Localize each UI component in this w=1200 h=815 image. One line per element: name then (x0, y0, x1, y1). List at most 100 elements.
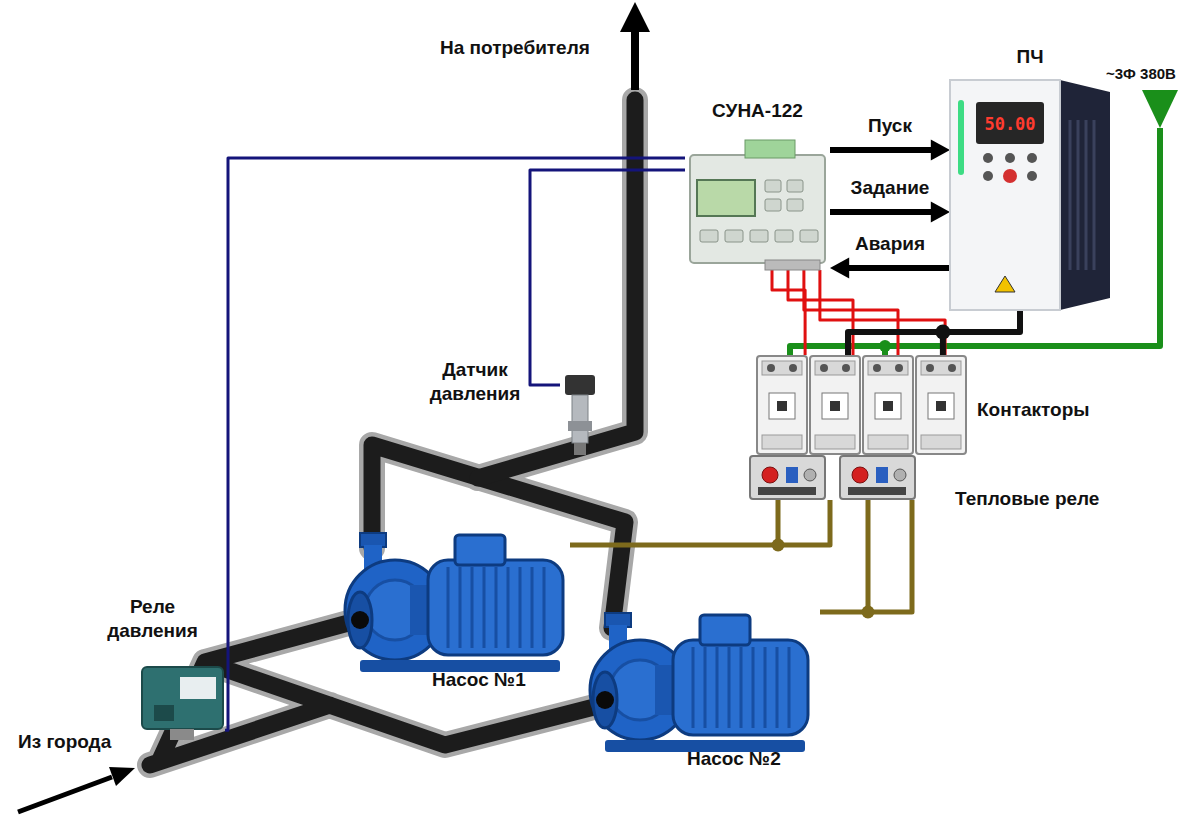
contactor-unit-part (820, 364, 828, 372)
thermal-relay-unit-part (786, 467, 798, 483)
frequency-converter-art-part (1027, 171, 1037, 181)
mains-supply-part (879, 340, 891, 352)
junction-dot (935, 325, 950, 340)
node-label: Насос №2 (687, 747, 817, 771)
controller-box-art-part (765, 260, 820, 270)
contactor-block-art (755, 355, 970, 455)
contactor-unit-part (921, 361, 961, 375)
pump-motor-part (704, 647, 707, 728)
pump-motor-part (455, 535, 505, 565)
controller-box-art-part (745, 140, 795, 158)
contactor-unit-part (777, 401, 787, 411)
pump-motor-part (471, 567, 474, 648)
thermal-relay-unit (750, 456, 825, 499)
contactor-unit (757, 356, 807, 454)
contactor-unit-part (928, 393, 954, 419)
contactor-unit-part (769, 393, 795, 419)
frequency-converter-art-part (1077, 120, 1080, 270)
contactor-unit-part (895, 364, 903, 372)
pump-motor-part (447, 567, 450, 648)
thermal-relay-unit (840, 456, 915, 499)
flow-label: Из города (18, 730, 148, 754)
arrow-head (931, 201, 950, 222)
node-label: Насос №1 (432, 668, 562, 692)
thermal-relay-block-art (750, 455, 915, 500)
pressure-sensor-art-part (565, 375, 595, 395)
pump-motor-part (543, 567, 546, 648)
frequency-converter-art-part (976, 102, 1044, 144)
pump-motor-part (716, 647, 719, 728)
contactor-unit-part (921, 435, 961, 449)
thermal-relay-unit-part (804, 469, 816, 481)
junction-dot (861, 606, 874, 619)
thermal-relay-unit-part (852, 467, 868, 483)
flow-arrow-part (620, 2, 650, 32)
controller-box-art (685, 135, 830, 270)
sensor-cable (530, 170, 685, 385)
pressure-sensor-art-part (568, 421, 592, 431)
arrow-head (931, 139, 950, 160)
pump-motor-part (531, 567, 534, 648)
flow-arrow-part (18, 777, 112, 812)
pressure-switch: Реле давления (140, 665, 225, 740)
contactor-unit-part (830, 401, 840, 411)
flow-arrow (18, 2, 650, 812)
pump-volute-part (593, 672, 617, 728)
pump-motor-part (728, 647, 731, 728)
contactor-unit-part (863, 356, 913, 454)
contactor-unit-part (868, 435, 908, 449)
node-label: Датчик давления (420, 358, 530, 406)
pump-unit: Насос №2 (585, 595, 820, 760)
signal-arrow (830, 139, 950, 160)
pump-motor-part (459, 567, 462, 648)
controller-box-art-part (787, 180, 803, 192)
frequency-converter-art-part (983, 171, 993, 181)
node-label: СУНА-122 (675, 99, 840, 123)
contactor-unit-part (815, 435, 855, 449)
frequency-converter-art-part (1060, 80, 1110, 310)
contactor-unit-part (762, 435, 802, 449)
contactor-unit-part (936, 401, 946, 411)
controller-box-art-part (800, 230, 818, 242)
pump-motor-part (752, 647, 755, 728)
controller-box-art-part (787, 199, 803, 211)
contactor-unit-part (789, 364, 797, 372)
controller-box-art-part (750, 230, 768, 242)
pipe-outline (150, 100, 635, 765)
frequency-converter-art-part (1093, 120, 1096, 270)
pump-motor-part (673, 640, 808, 735)
pump-motor-part (495, 567, 498, 648)
frequency-converter-art-part (1027, 153, 1037, 163)
mains-supply-part (1142, 90, 1178, 128)
thermal-relay-block: Тепловые реле (750, 455, 915, 500)
pump-motor-part (519, 567, 522, 648)
contactor-unit-part (868, 361, 908, 375)
node-label: Реле давления (95, 595, 210, 643)
controller-box-art-part (765, 199, 781, 211)
motor-cable-line (570, 500, 830, 545)
contactor-unit-part (810, 356, 860, 454)
pump-volute-part (348, 592, 372, 648)
pressure-sensor: Датчик давления (560, 375, 600, 455)
power-cable (848, 310, 1020, 355)
power-cable-line (848, 310, 1020, 355)
contactor-unit-part (815, 361, 855, 375)
contactor-block: Контакторы (755, 355, 970, 455)
pump-motor-part (692, 647, 695, 728)
contactor-unit-part (916, 356, 966, 454)
controller-box-art-part (690, 155, 825, 263)
flow-arrow-part (631, 28, 639, 90)
contactor-unit-part (948, 364, 956, 372)
controller-box-art-part (775, 230, 793, 242)
control-wire (772, 270, 945, 355)
controller-box-art-part (765, 180, 781, 192)
pump-unit-art (340, 515, 570, 680)
signal-arrow-line (830, 209, 935, 215)
contactor-unit-part (757, 356, 807, 454)
supply-label: ~3Ф 380В (1106, 62, 1200, 86)
contactor-unit-part (767, 364, 775, 372)
pump-motor-part (507, 567, 510, 648)
signal-arrow (830, 257, 950, 278)
contactor-unit (810, 356, 860, 454)
control-wire-line (772, 270, 945, 355)
